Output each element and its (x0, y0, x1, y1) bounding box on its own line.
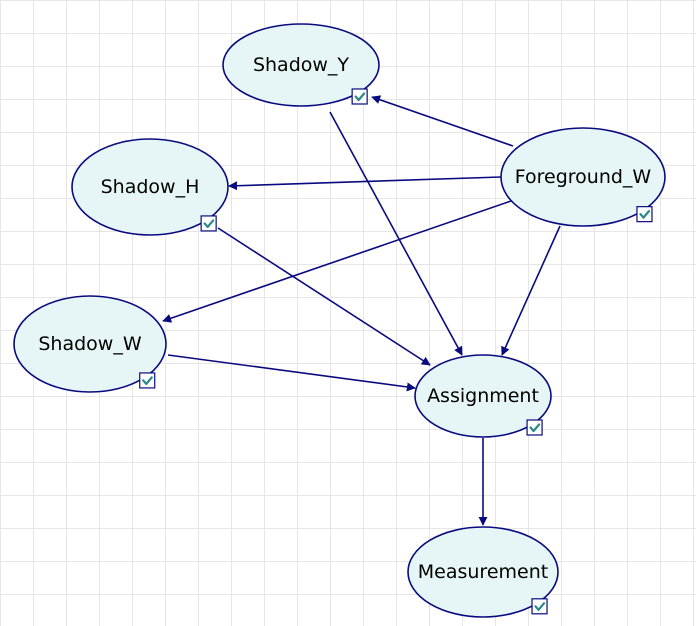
node-assignment[interactable]: Assignment (414, 354, 552, 438)
node-ellipse[interactable] (13, 295, 167, 393)
edge-shadow-w-to-assignment[interactable] (167, 354, 416, 392)
node-label: Measurement (418, 561, 548, 583)
edge-shadow-h-to-assignment[interactable] (217, 227, 431, 366)
nodes-layer: Shadow_Y Shadow_H Foreground_W Shadow_W Assi… (13, 23, 666, 618)
checkbox-checked-icon (526, 419, 543, 436)
node-label: Shadow_H (101, 176, 200, 198)
node-label: Foreground_W (515, 166, 652, 188)
node-foreground-w[interactable]: Foreground_W (500, 127, 666, 227)
node-ellipse[interactable] (500, 127, 666, 227)
node-ellipse[interactable] (414, 354, 552, 438)
checkbox-checked-icon (351, 88, 368, 105)
node-ellipse[interactable] (407, 526, 559, 618)
edge-foreground-w-to-assignment[interactable] (501, 225, 561, 356)
node-label: Assignment (427, 385, 539, 407)
checkbox-checked-icon (636, 206, 653, 223)
node-shadow-w[interactable]: Shadow_W (13, 295, 167, 393)
edge-shadow-y-to-assignment[interactable] (329, 111, 463, 356)
node-label: Shadow_Y (253, 54, 349, 76)
node-label: Shadow_W (38, 333, 141, 355)
edge-foreground-w-to-shadow-h[interactable] (228, 176, 502, 191)
edge-foreground-w-to-shadow-y[interactable] (371, 95, 514, 147)
checkbox-checked-icon (139, 372, 156, 389)
edge-foreground-w-to-shadow-w[interactable] (162, 200, 512, 323)
node-ellipse[interactable] (71, 138, 229, 236)
node-shadow-h[interactable]: Shadow_H (71, 138, 229, 236)
node-measurement[interactable]: Measurement (407, 526, 559, 618)
node-ellipse[interactable] (222, 23, 380, 107)
edges-layer (162, 95, 561, 526)
checkbox-checked-icon (200, 215, 217, 232)
checkbox-checked-icon (531, 598, 548, 615)
node-shadow-y[interactable]: Shadow_Y (222, 23, 380, 107)
